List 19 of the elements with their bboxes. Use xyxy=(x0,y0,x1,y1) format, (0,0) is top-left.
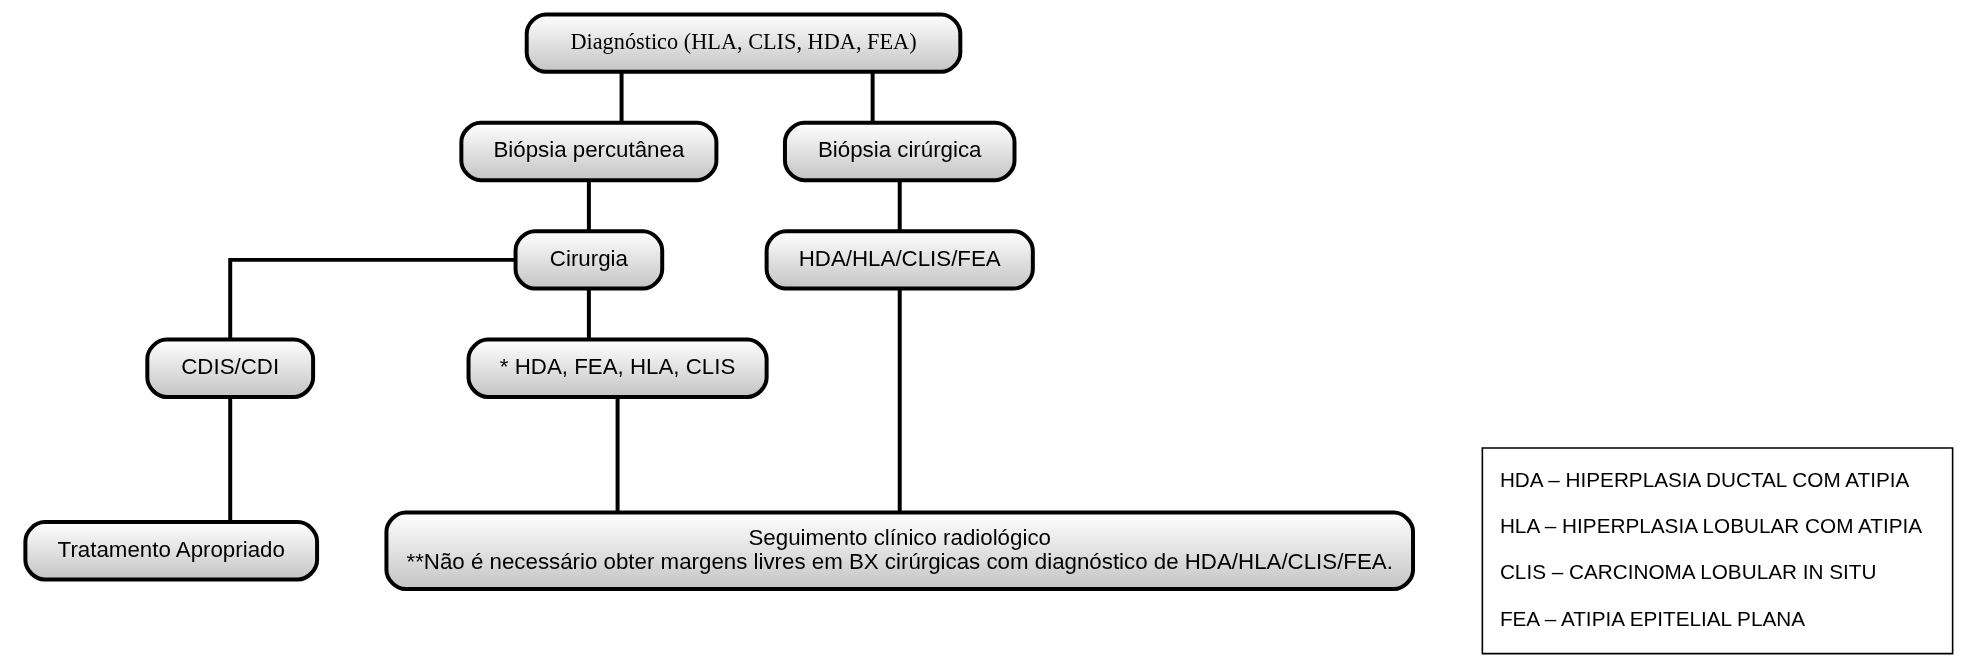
connector xyxy=(615,397,620,513)
connector xyxy=(870,72,875,123)
node-box: Diagnóstico (HLA, CLIS, HDA, FEA) xyxy=(524,12,962,74)
node-box: CDIS/CDI xyxy=(144,337,315,399)
connector xyxy=(897,288,902,513)
node-box: * HDA, FEA, HLA, CLIS xyxy=(466,337,769,399)
connector xyxy=(227,257,515,340)
connector xyxy=(586,288,591,340)
connector xyxy=(586,180,591,231)
node-box: Seguimento clínico radiológico **Não é necessário obter margens livres em BX cirúrgicas com diagnóstico de HDA/HLA/CLIS/FEA. xyxy=(383,510,1415,592)
connector xyxy=(897,180,902,231)
node-box: HDA/HLA/CLIS/FEA xyxy=(764,229,1035,291)
node-box: Tratamento Apropriado xyxy=(22,520,319,582)
connector xyxy=(619,72,624,123)
node-box: Biópsia cirúrgica xyxy=(782,120,1016,183)
connector xyxy=(227,397,232,522)
node-box: Cirurgia xyxy=(513,229,664,291)
node-box: Biópsia percutânea xyxy=(458,120,718,183)
node-box: HDA – HIPERPLASIA DUCTAL COM ATIPIA HLA – HIPERPLASIA LOBULAR COM ATIPIA CLIS – CARCINOMA LOBULAR IN SITU FEA – ATIPIA EPITELIAL PLANA xyxy=(1481,447,1953,655)
